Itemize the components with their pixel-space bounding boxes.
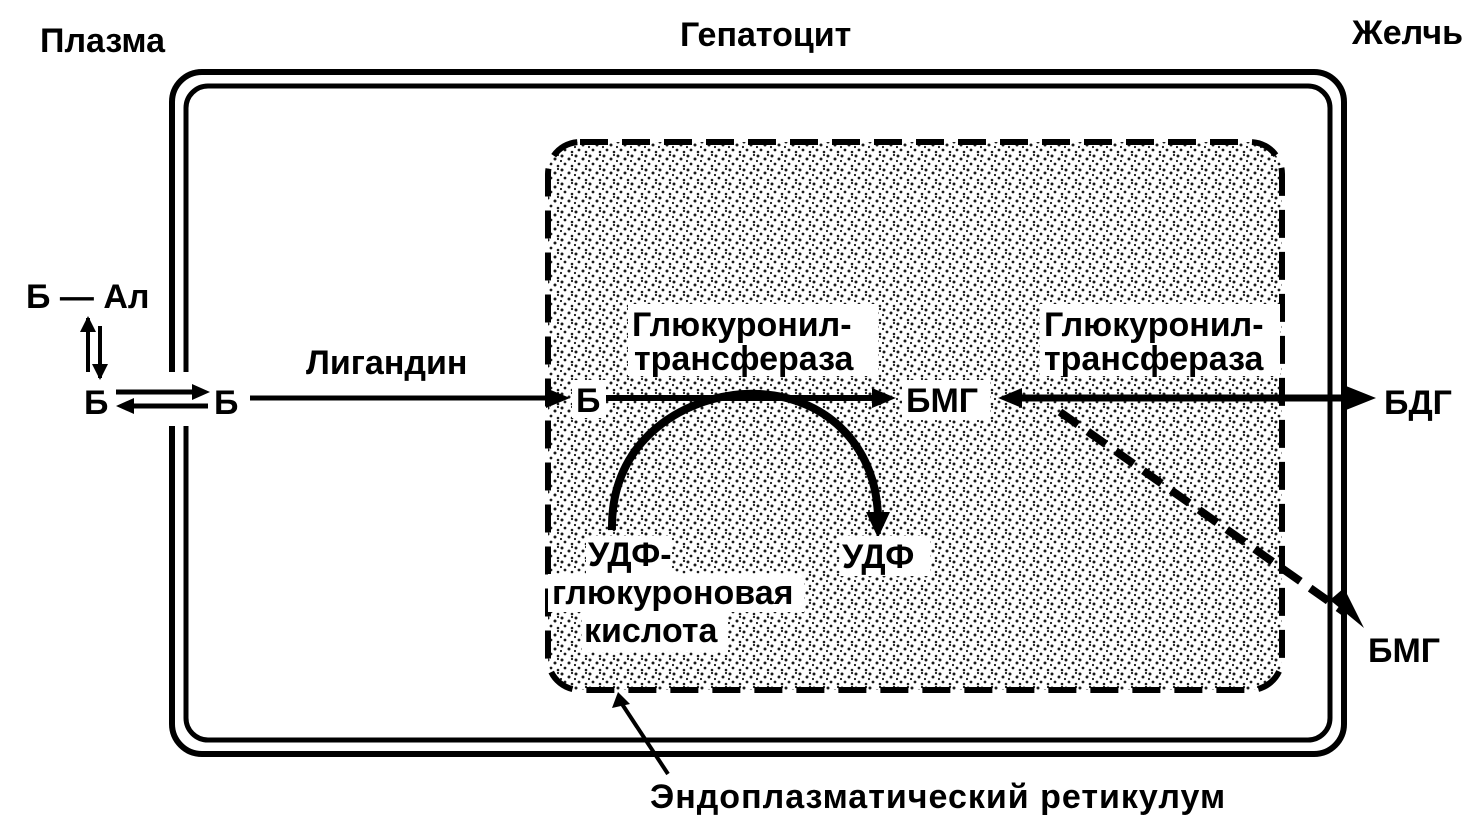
conjugation-arrow-1 — [606, 388, 896, 408]
udp-label: УДФ — [842, 538, 914, 576]
bilirubin-albumin-label: Б — Ал — [26, 278, 149, 316]
plasma-label: Плазма — [40, 22, 166, 60]
enzyme1-line1: Глюкуронил- — [632, 306, 852, 344]
er-caption: Эндоплазматический ретикулум — [650, 778, 1226, 816]
ligandin-arrow — [250, 388, 570, 408]
plasma-bilirubin-label: Б — [84, 384, 108, 422]
cytoplasm-bilirubin-label: Б — [214, 384, 238, 422]
udpga-line1: УДФ- — [588, 536, 672, 574]
udpga-line3: кислота — [584, 612, 719, 650]
bdg-label: БДГ — [1384, 384, 1452, 422]
er-bilirubin-label: Б — [576, 382, 600, 420]
enzyme1-line2: трансфераза — [634, 340, 855, 378]
hepatocyte-membrane — [164, 69, 1347, 757]
ligandin-label: Лигандин — [306, 344, 467, 382]
bmg-excretion-arrow — [1057, 408, 1364, 628]
albumin-equilibrium-arrows — [80, 316, 108, 380]
conjugation-arrow-2 — [998, 386, 1376, 410]
udpga-line2: глюкуроновая — [552, 574, 793, 612]
enzyme2-line2: трансфераза — [1044, 340, 1265, 378]
er-pointer-arrow — [612, 692, 670, 776]
er-bmg-label: БМГ — [906, 382, 978, 420]
udpga-curve-arrow — [607, 389, 890, 538]
hepatocyte-label: Гепатоцит — [680, 16, 851, 54]
membrane-transport-arrows — [116, 384, 210, 414]
bile-label: Желчь — [1351, 14, 1463, 52]
bile-bmg-label: БМГ — [1368, 632, 1440, 670]
enzyme2-line1: Глюкуронил- — [1044, 306, 1264, 344]
